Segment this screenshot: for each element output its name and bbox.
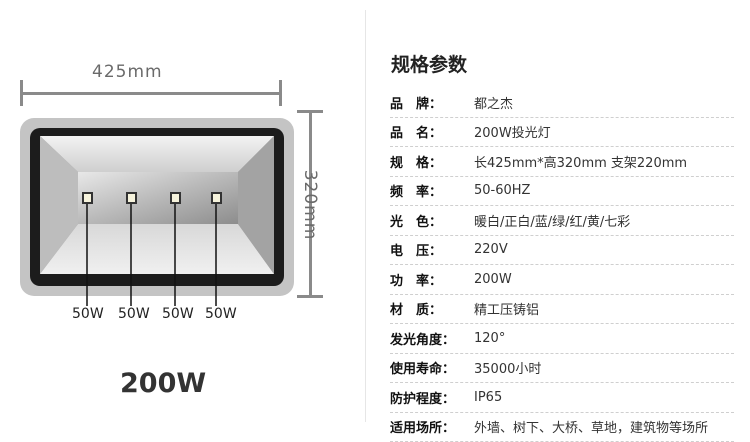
spec-key: 使用寿命： — [390, 358, 474, 377]
spec-row-frequency: 频 率： 50-60HZ — [390, 177, 734, 207]
spec-value: 200W — [474, 272, 512, 287]
width-dimension-line — [20, 80, 282, 106]
led-wattage-label: 50W — [72, 306, 104, 322]
spec-row-brand: 品 牌： 都之杰 — [390, 88, 734, 118]
spec-key: 发光角度： — [390, 329, 474, 348]
width-dimension-label: 425mm — [92, 62, 163, 82]
spec-value: IP65 — [474, 390, 502, 405]
spec-value: 220V — [474, 242, 508, 257]
spec-value: 200W投光灯 — [474, 122, 551, 141]
spec-row-protection: 防护程度： IP65 — [390, 383, 734, 413]
led-wattage-label: 50W — [205, 306, 237, 322]
spec-value: 35000小时 — [474, 358, 541, 377]
product-illustration: 425mm 320mm — [0, 0, 365, 432]
floodlight-image — [20, 118, 294, 296]
led-wattage-label: 50W — [118, 306, 150, 322]
leader-lines — [20, 296, 294, 306]
spec-key: 材 质： — [390, 299, 474, 318]
spec-row-power: 功 率： 200W — [390, 265, 734, 295]
spec-row-beam-angle: 发光角度： 120° — [390, 324, 734, 354]
spec-table: 品 牌： 都之杰 品 名： 200W投光灯 规 格： 长425mm*高320mm… — [390, 88, 734, 442]
spec-row-size: 规 格： 长425mm*高320mm 支架220mm — [390, 147, 734, 177]
spec-row-name: 品 名： 200W投光灯 — [390, 118, 734, 148]
spec-row-color: 光 色： 暖白/正白/蓝/绿/红/黄/七彩 — [390, 206, 734, 236]
spec-value: 长425mm*高320mm 支架220mm — [474, 152, 687, 171]
spec-value: 外墙、树下、大桥、草地，建筑物等场所 — [474, 417, 708, 436]
spec-row-application: 适用场所： 外墙、树下、大桥、草地，建筑物等场所 — [390, 413, 734, 442]
spec-value: 都之杰 — [474, 93, 513, 112]
spec-key: 防护程度： — [390, 388, 474, 407]
column-divider — [365, 10, 366, 422]
led-wattage-label: 50W — [162, 306, 194, 322]
spec-key: 品 牌： — [390, 93, 474, 112]
spec-key: 光 色： — [390, 211, 474, 230]
spec-row-voltage: 电 压： 220V — [390, 236, 734, 266]
spec-value: 精工压铸铝 — [474, 299, 539, 318]
spec-value: 50-60HZ — [474, 183, 530, 198]
spec-row-material: 材 质： 精工压铸铝 — [390, 295, 734, 325]
spec-value: 120° — [474, 331, 505, 346]
model-power-label: 200W — [120, 368, 206, 399]
spec-key: 频 率： — [390, 181, 474, 200]
spec-row-lifespan: 使用寿命： 35000小时 — [390, 354, 734, 384]
spec-value: 暖白/正白/蓝/绿/红/黄/七彩 — [474, 211, 630, 230]
height-dimension-label: 320mm — [300, 170, 320, 241]
spec-key: 品 名： — [390, 122, 474, 141]
spec-key: 功 率： — [390, 270, 474, 289]
spec-title: 规格参数 — [391, 50, 467, 77]
spec-key: 规 格： — [390, 152, 474, 171]
spec-key: 电 压： — [390, 240, 474, 259]
spec-key: 适用场所： — [390, 417, 474, 436]
